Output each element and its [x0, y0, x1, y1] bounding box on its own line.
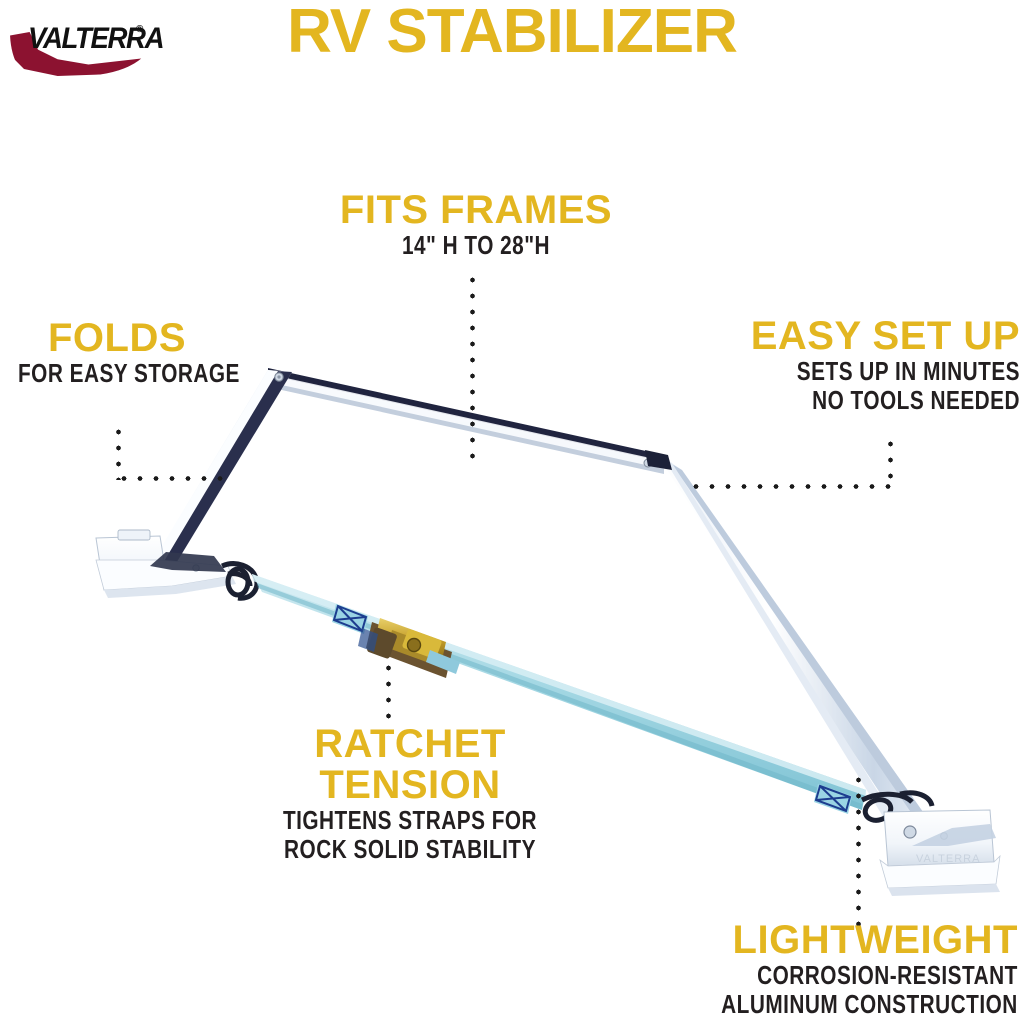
- page-title: RV STABILIZER: [287, 0, 738, 66]
- strap-label-left: [332, 604, 368, 634]
- leader-easy-vertical: [888, 436, 893, 488]
- registered-trademark-icon: ®: [136, 24, 144, 35]
- callout-easy-set-up-line-2: NO TOOLS NEEDED: [812, 384, 1020, 415]
- callout-lightweight: LIGHTWEIGHT CORROSION-RESISTANT ALUMINUM…: [647, 920, 1018, 1019]
- right-foot-plate: VALTERRA: [879, 809, 1001, 896]
- horizontal-top-bar: [268, 368, 664, 474]
- valterra-wordmark: VALTERRA: [28, 22, 165, 55]
- callout-ratchet-tension-heading-line-2: TENSION: [319, 762, 501, 807]
- right-diagonal-leg: [655, 452, 947, 846]
- callout-fits-frames-line-1: 14" H TO 28"H: [401, 229, 551, 260]
- leader-folds-horizontal: [116, 476, 228, 481]
- leader-folds-vertical: [116, 424, 121, 480]
- leader-easy-horizontal: [688, 484, 892, 489]
- callout-easy-set-up: EASY SET UP SETS UP IN MINUTES NO TOOLS …: [741, 316, 1020, 415]
- valterra-logo: VALTERRA ®: [8, 6, 165, 80]
- leader-ratchet: [386, 660, 391, 728]
- callout-easy-set-up-line-1: SETS UP IN MINUTES: [796, 355, 1020, 386]
- svg-text:VALTERRA: VALTERRA: [916, 853, 980, 865]
- callout-folds-line-1: FOR EASY STORAGE: [18, 357, 240, 388]
- strap-label-right: [814, 784, 852, 814]
- callout-ratchet-tension: RATCHET TENSION TIGHTENS STRAPS FOR ROCK…: [200, 724, 620, 864]
- callout-folds-heading: FOLDS: [48, 316, 187, 360]
- right-hook-ring: [862, 797, 894, 823]
- left-hook-ring: [225, 566, 251, 598]
- ratchet-mechanism: [358, 618, 460, 678]
- callout-lightweight-heading: LIGHTWEIGHT: [732, 918, 1018, 962]
- callout-lightweight-line-1: CORROSION-RESISTANT: [757, 959, 1018, 990]
- callout-folds: FOLDS FOR EASY STORAGE: [18, 318, 295, 388]
- right-joint-cap: [645, 450, 672, 470]
- callout-ratchet-tension-heading-line-1: RATCHET: [314, 722, 506, 766]
- left-diagonal-leg: [150, 370, 292, 570]
- right-strap-hook: [860, 790, 935, 807]
- callout-lightweight-line-2: ALUMINUM CONSTRUCTION: [721, 988, 1018, 1019]
- callout-fits-frames: FITS FRAMES 14" H TO 28"H: [266, 190, 686, 260]
- leader-fits-frames: [470, 272, 475, 462]
- callout-fits-frames-heading: FITS FRAMES: [339, 188, 613, 232]
- callout-ratchet-tension-line-2: ROCK SOLID STABILITY: [284, 833, 536, 864]
- leader-lightweight: [856, 772, 861, 930]
- left-pivot-bolt: [274, 372, 284, 382]
- callout-ratchet-tension-line-1: TIGHTENS STRAPS FOR: [282, 804, 538, 835]
- callout-easy-set-up-heading: EASY SET UP: [750, 314, 1020, 358]
- left-foot-plate: [95, 529, 236, 598]
